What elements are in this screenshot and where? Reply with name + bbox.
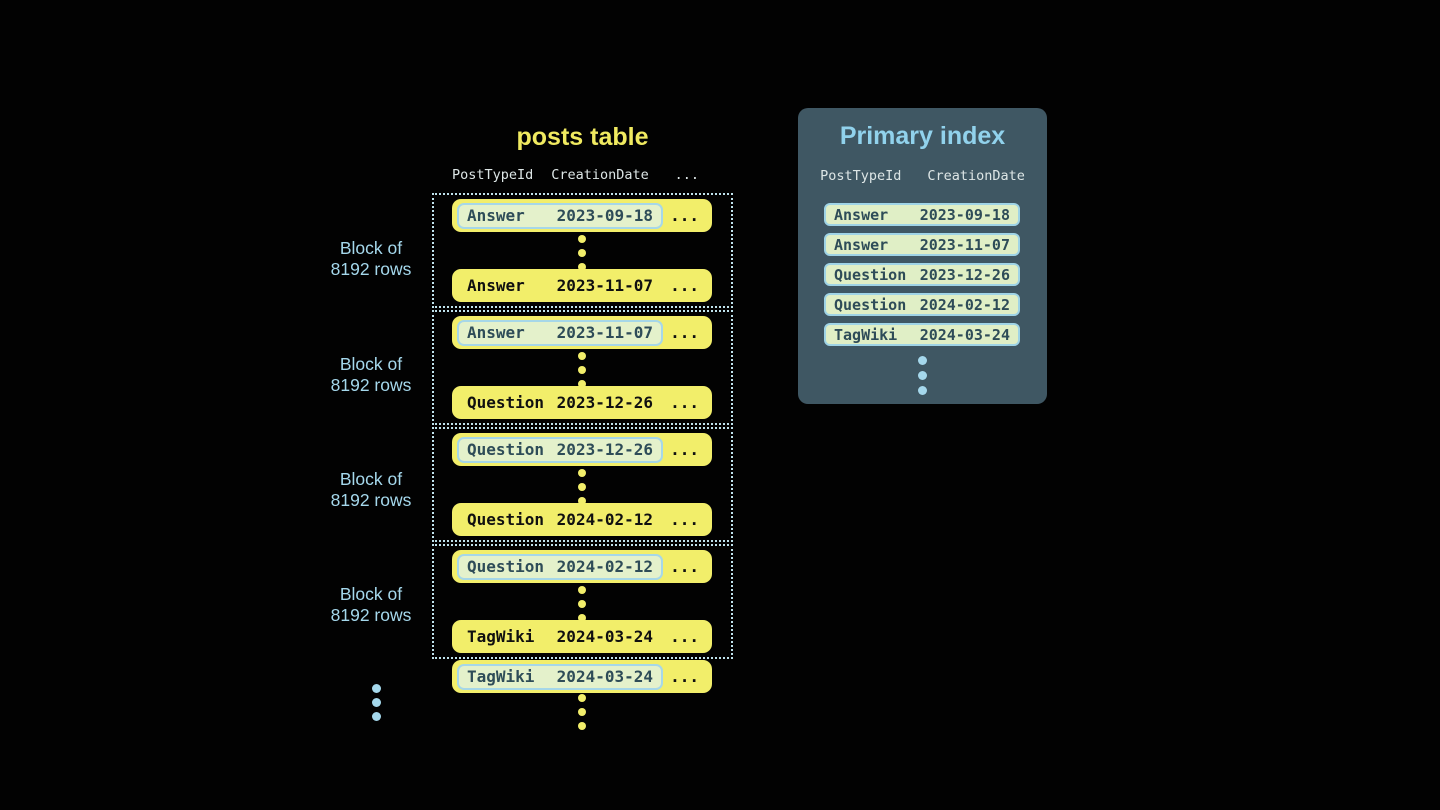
posttypeid-value: Answer <box>467 206 525 225</box>
creationdate-value: 2023-11-07 <box>556 323 653 342</box>
posttypeid-value: Question <box>467 440 545 459</box>
row-ellipsis: ... <box>670 276 699 295</box>
indexed-columns: Question 2024-02-12 <box>457 507 663 533</box>
column-header-creationdate: CreationDate <box>551 167 649 183</box>
table-row: Question 2024-02-12 ... <box>452 503 712 536</box>
posttypeid-value: TagWiki <box>467 667 535 686</box>
posttypeid-value: Question <box>467 510 545 529</box>
creationdate-value: 2023-11-07 <box>556 276 653 295</box>
creationdate-value: 2023-11-07 <box>919 235 1010 254</box>
index-entry: TagWiki 2024-03-24 <box>824 323 1020 346</box>
row-ellipsis: ... <box>670 393 699 412</box>
posts-table-title: posts table <box>516 123 649 151</box>
primary-index-title: Primary index <box>839 122 1006 150</box>
table-row: Question 2023-12-26 ... <box>452 386 712 419</box>
block-label-1: Block of 8192 rows <box>330 238 412 279</box>
more-index-entries-dots <box>798 356 1047 395</box>
posttypeid-value: TagWiki <box>834 325 898 344</box>
table-row: TagWiki 2024-03-24 ... <box>452 620 712 653</box>
indexed-columns-highlight: Answer 2023-11-07 <box>457 319 663 346</box>
posttypeid-value: Answer <box>467 276 525 295</box>
block-label-2: Block of 8192 rows <box>330 354 412 395</box>
posttypeid-value: Question <box>834 295 907 314</box>
row-ellipsis: ... <box>670 206 699 225</box>
index-entry: Answer 2023-09-18 <box>824 203 1020 226</box>
table-row: Answer 2023-09-18 ... <box>452 199 712 232</box>
indexed-columns: TagWiki 2024-03-24 <box>457 624 663 650</box>
row-ellipsis: ... <box>670 667 699 686</box>
creationdate-value: 2023-09-18 <box>556 206 653 225</box>
more-rows-dots <box>452 694 712 730</box>
row-ellipsis: ... <box>670 557 699 576</box>
column-header-creationdate: CreationDate <box>927 168 1025 184</box>
row-ellipsis: ... <box>670 440 699 459</box>
next-block-first-row: TagWiki 2024-03-24 ... <box>452 660 712 693</box>
posttypeid-value: Answer <box>467 323 525 342</box>
table-row: Answer 2023-11-07 ... <box>452 316 712 349</box>
posttypeid-value: Question <box>467 557 545 576</box>
block-3: Question 2023-12-26 ... Question 2024-02… <box>432 427 733 542</box>
indexed-columns-highlight: TagWiki 2024-03-24 <box>457 663 663 690</box>
block-label-4: Block of 8192 rows <box>330 584 412 625</box>
block-label-3: Block of 8192 rows <box>330 469 412 510</box>
posts-table-blocks: Answer 2023-09-18 ... Answer 2023-11-07 … <box>432 193 733 661</box>
row-ellipsis: ... <box>670 627 699 646</box>
index-entry: Answer 2023-11-07 <box>824 233 1020 256</box>
creationdate-value: 2023-12-26 <box>556 440 653 459</box>
creationdate-value: 2023-09-18 <box>919 205 1010 224</box>
posts-table-column-headers: PostTypeId CreationDate ... <box>452 167 712 183</box>
block-4: Question 2024-02-12 ... TagWiki 2024-03-… <box>432 544 733 659</box>
block-2: Answer 2023-11-07 ... Question 2023-12-2… <box>432 310 733 425</box>
primary-index-panel: Primary index PostTypeId CreationDate An… <box>798 108 1047 404</box>
creationdate-value: 2024-03-24 <box>556 667 653 686</box>
column-header-posttypeid: PostTypeId <box>820 168 902 184</box>
indexed-columns-highlight: Question 2023-12-26 <box>457 436 663 463</box>
creationdate-value: 2023-12-26 <box>556 393 653 412</box>
primary-index-rows: Answer 2023-09-18 Answer 2023-11-07 Ques… <box>824 203 1020 353</box>
indexed-columns: Question 2023-12-26 <box>457 390 663 416</box>
creationdate-value: 2024-02-12 <box>556 557 653 576</box>
posttypeid-value: Answer <box>834 235 889 254</box>
creationdate-value: 2024-02-12 <box>919 295 1010 314</box>
table-row: Question 2023-12-26 ... <box>452 433 712 466</box>
rows-omitted-dots <box>452 469 712 505</box>
creationdate-value: 2024-02-12 <box>556 510 653 529</box>
primary-index-column-headers: PostTypeId CreationDate <box>798 168 1047 184</box>
rows-omitted-dots <box>452 586 712 622</box>
row-ellipsis: ... <box>670 510 699 529</box>
rows-omitted-dots <box>452 235 712 271</box>
more-blocks-dots <box>372 684 381 721</box>
posttypeid-value: Answer <box>834 205 889 224</box>
creationdate-value: 2024-03-24 <box>556 627 653 646</box>
index-entry: Question 2024-02-12 <box>824 293 1020 316</box>
table-row: Question 2024-02-12 ... <box>452 550 712 583</box>
indexed-columns-highlight: Question 2024-02-12 <box>457 553 663 580</box>
indexed-columns: Answer 2023-11-07 <box>457 273 663 299</box>
posttypeid-value: Question <box>834 265 907 284</box>
creationdate-value: 2023-12-26 <box>919 265 1010 284</box>
column-header-ellipsis: ... <box>674 167 699 183</box>
table-row: TagWiki 2024-03-24 ... <box>452 660 712 693</box>
row-ellipsis: ... <box>670 323 699 342</box>
block-1: Answer 2023-09-18 ... Answer 2023-11-07 … <box>432 193 733 308</box>
posttypeid-value: Question <box>467 393 545 412</box>
column-header-posttypeid: PostTypeId <box>452 167 534 183</box>
creationdate-value: 2024-03-24 <box>919 325 1010 344</box>
rows-omitted-dots <box>452 352 712 388</box>
index-entry: Question 2023-12-26 <box>824 263 1020 286</box>
posttypeid-value: TagWiki <box>467 627 535 646</box>
indexed-columns-highlight: Answer 2023-09-18 <box>457 202 663 229</box>
table-row: Answer 2023-11-07 ... <box>452 269 712 302</box>
